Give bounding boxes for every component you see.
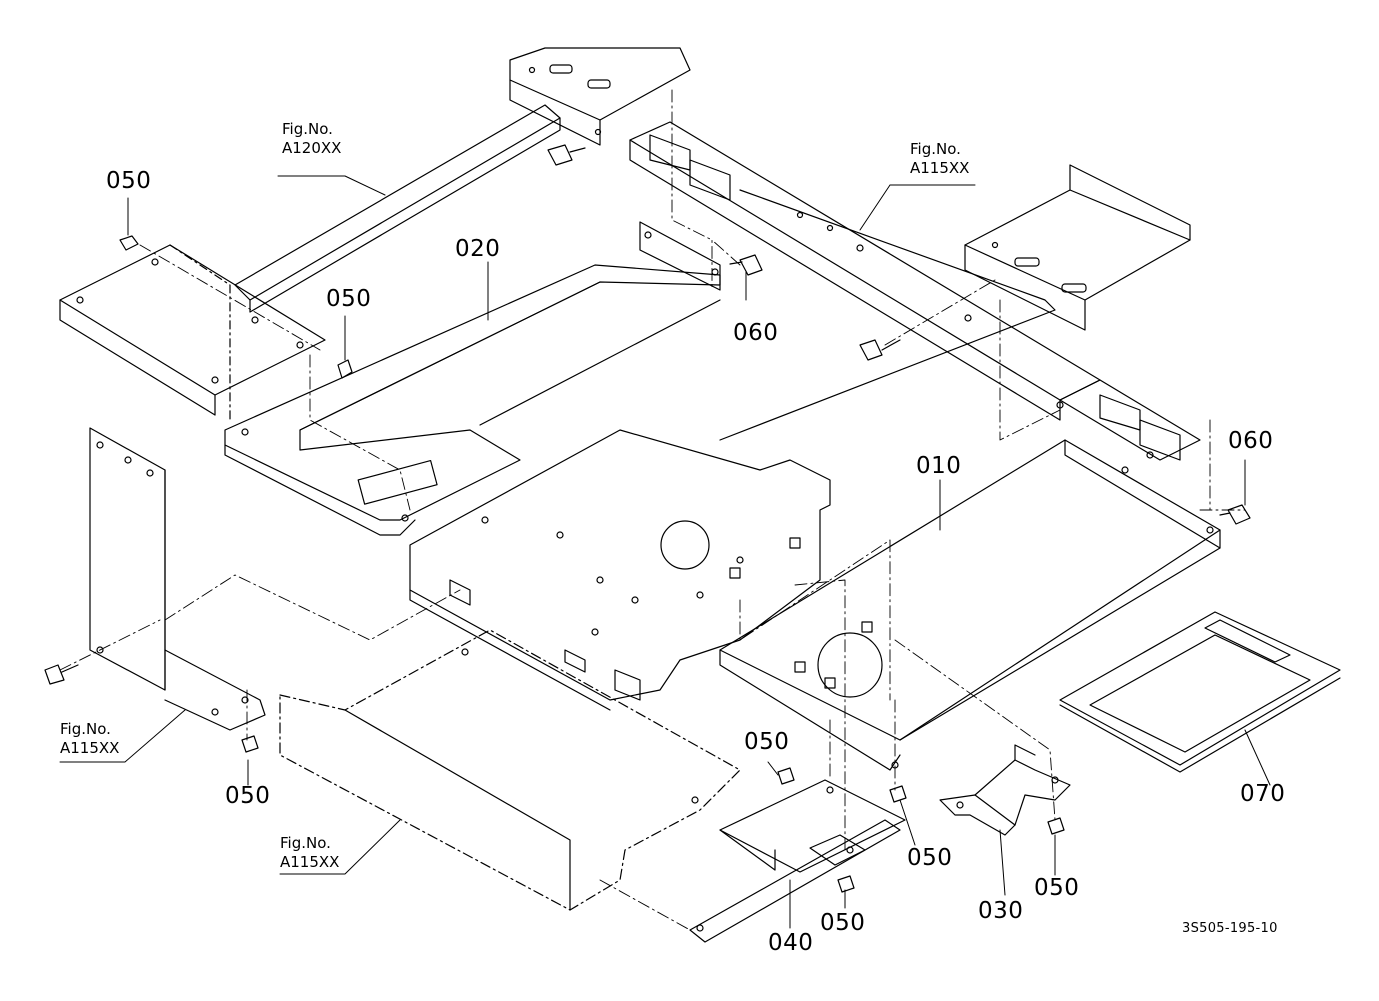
left-frame-rail xyxy=(234,47,691,313)
part-040-bracket xyxy=(689,779,906,943)
part-070-sheet xyxy=(1059,611,1341,773)
assembly-lines xyxy=(59,89,1246,931)
part-label-050: 050 xyxy=(1034,875,1080,901)
part-label-060: 060 xyxy=(733,320,779,346)
fig-ref-a115xx-bottom: Fig.No. A115XX xyxy=(280,834,339,872)
part-020-cover xyxy=(224,221,721,536)
left-side-plate xyxy=(89,427,266,731)
part-label-050: 050 xyxy=(744,729,790,755)
fig-ref-line2: A120XX xyxy=(282,139,342,157)
part-label-010: 010 xyxy=(916,453,962,479)
fig-ref-a120xx: Fig.No. A120XX xyxy=(282,120,341,158)
fig-ref-line2: A115XX xyxy=(60,739,120,757)
leader-lines xyxy=(59,175,1271,929)
part-010-panel xyxy=(719,439,1221,771)
fig-ref-line1: Fig.No. xyxy=(282,120,333,138)
lower-left-cover xyxy=(279,629,741,911)
part-label-050: 050 xyxy=(907,845,953,871)
part-030-bracket xyxy=(939,744,1071,836)
main-floor-plate xyxy=(409,429,831,711)
fig-ref-a115xx-left: Fig.No. A115XX xyxy=(60,720,119,758)
fig-ref-line1: Fig.No. xyxy=(60,720,111,738)
fig-ref-a115xx-top: Fig.No. A115XX xyxy=(910,140,969,178)
part-label-020: 020 xyxy=(455,236,501,262)
upper-left-bracket xyxy=(59,244,326,421)
drawing-number: 3S505-195-10 xyxy=(1182,921,1278,936)
part-label-050: 050 xyxy=(326,286,372,312)
fig-ref-line2: A115XX xyxy=(280,853,340,871)
part-label-050: 050 xyxy=(106,168,152,194)
upper-right-bracket xyxy=(964,164,1191,331)
part-label-060: 060 xyxy=(1228,428,1274,454)
part-label-050: 050 xyxy=(820,910,866,936)
part-label-040: 040 xyxy=(768,930,814,956)
part-label-030: 030 xyxy=(978,898,1024,924)
part-label-070: 070 xyxy=(1240,781,1286,807)
part-label-050: 050 xyxy=(225,783,271,809)
fig-ref-line1: Fig.No. xyxy=(280,834,331,852)
fig-ref-line2: A115XX xyxy=(910,159,970,177)
fig-ref-line1: Fig.No. xyxy=(910,140,961,158)
fasteners xyxy=(44,144,1251,893)
